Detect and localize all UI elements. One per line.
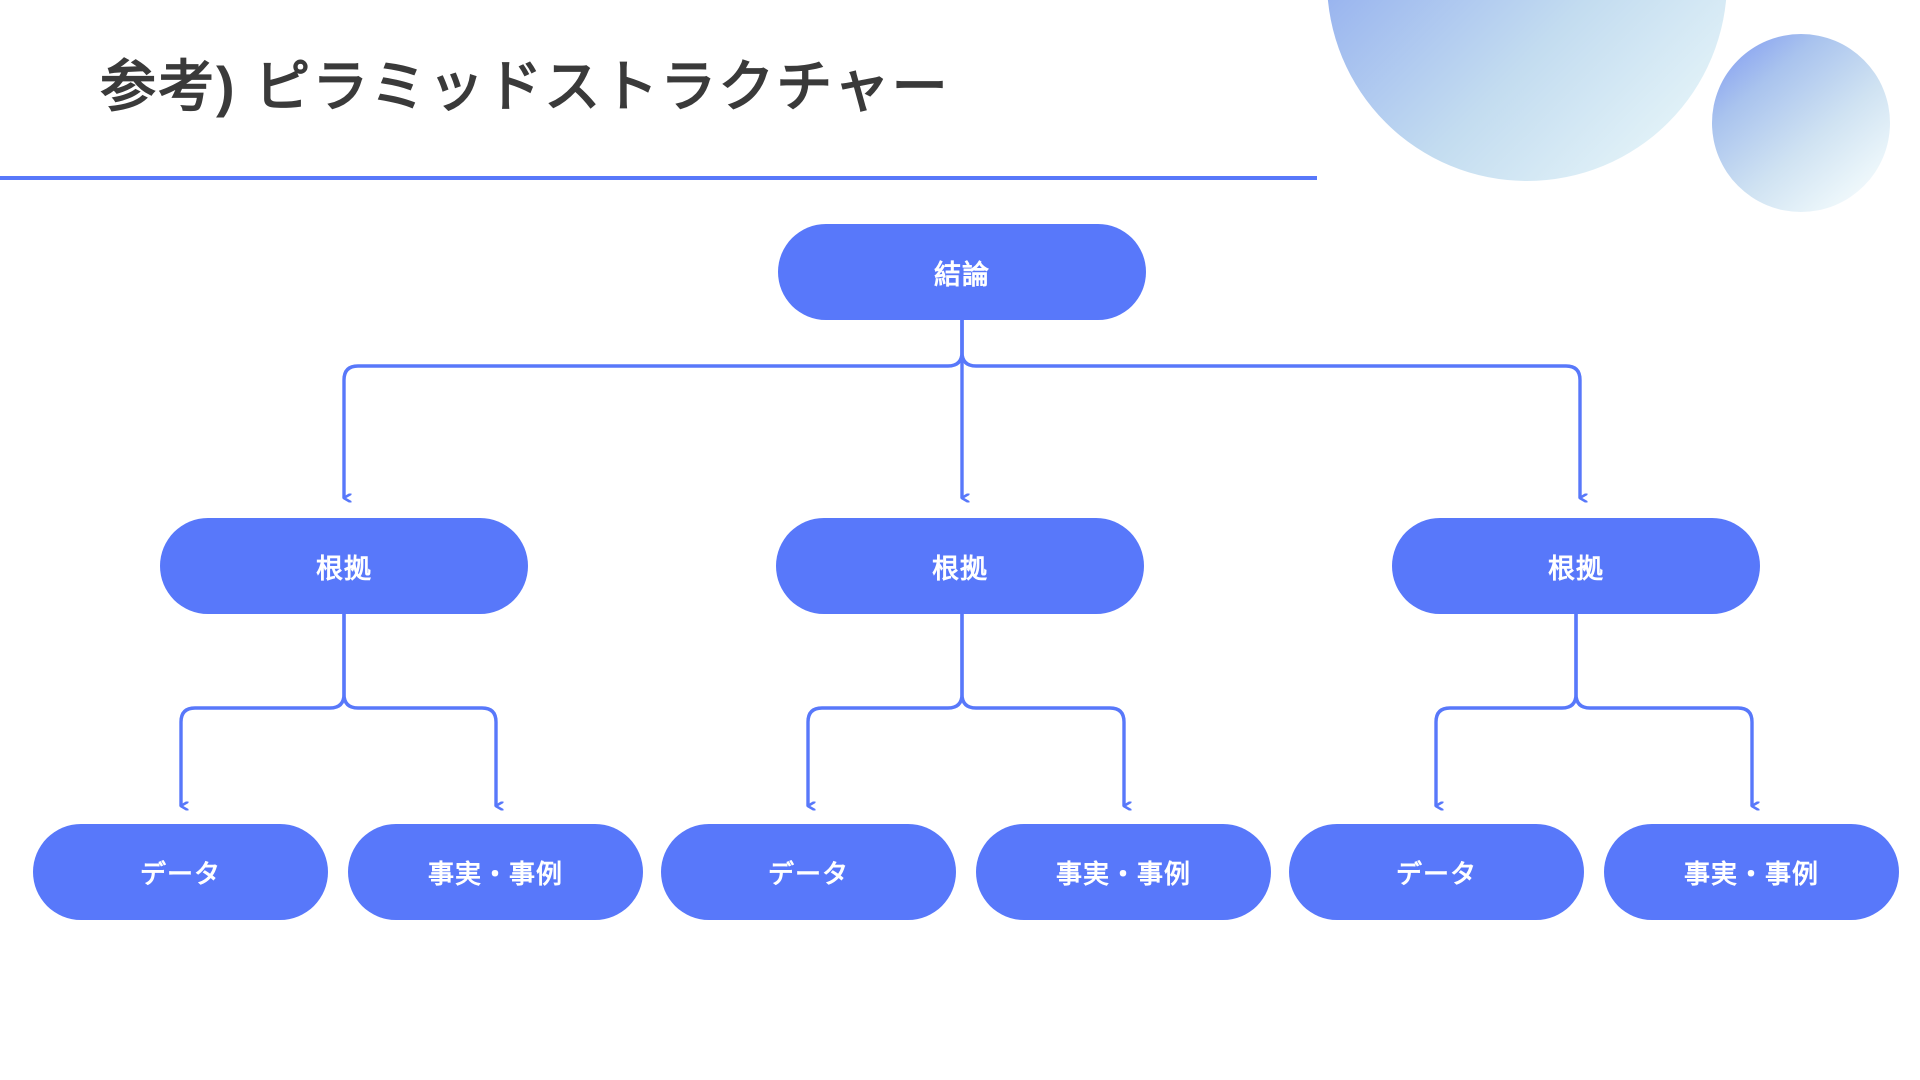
node-grounds-2[interactable]: 根拠 (776, 518, 1144, 614)
node-data-1[interactable]: データ (33, 824, 328, 920)
page-title: 参考) ピラミッドストラクチャー (100, 55, 950, 118)
title-underline-rule (0, 176, 1317, 180)
node-data-2[interactable]: データ (661, 824, 956, 920)
node-data-3[interactable]: データ (1289, 824, 1584, 920)
node-grounds-1[interactable]: 根拠 (160, 518, 528, 614)
node-grounds-3[interactable]: 根拠 (1392, 518, 1760, 614)
node-fact-3[interactable]: 事実・事例 (1604, 824, 1899, 920)
node-conclusion[interactable]: 結論 (778, 224, 1146, 320)
node-fact-2[interactable]: 事実・事例 (976, 824, 1271, 920)
node-fact-1[interactable]: 事実・事例 (348, 824, 643, 920)
